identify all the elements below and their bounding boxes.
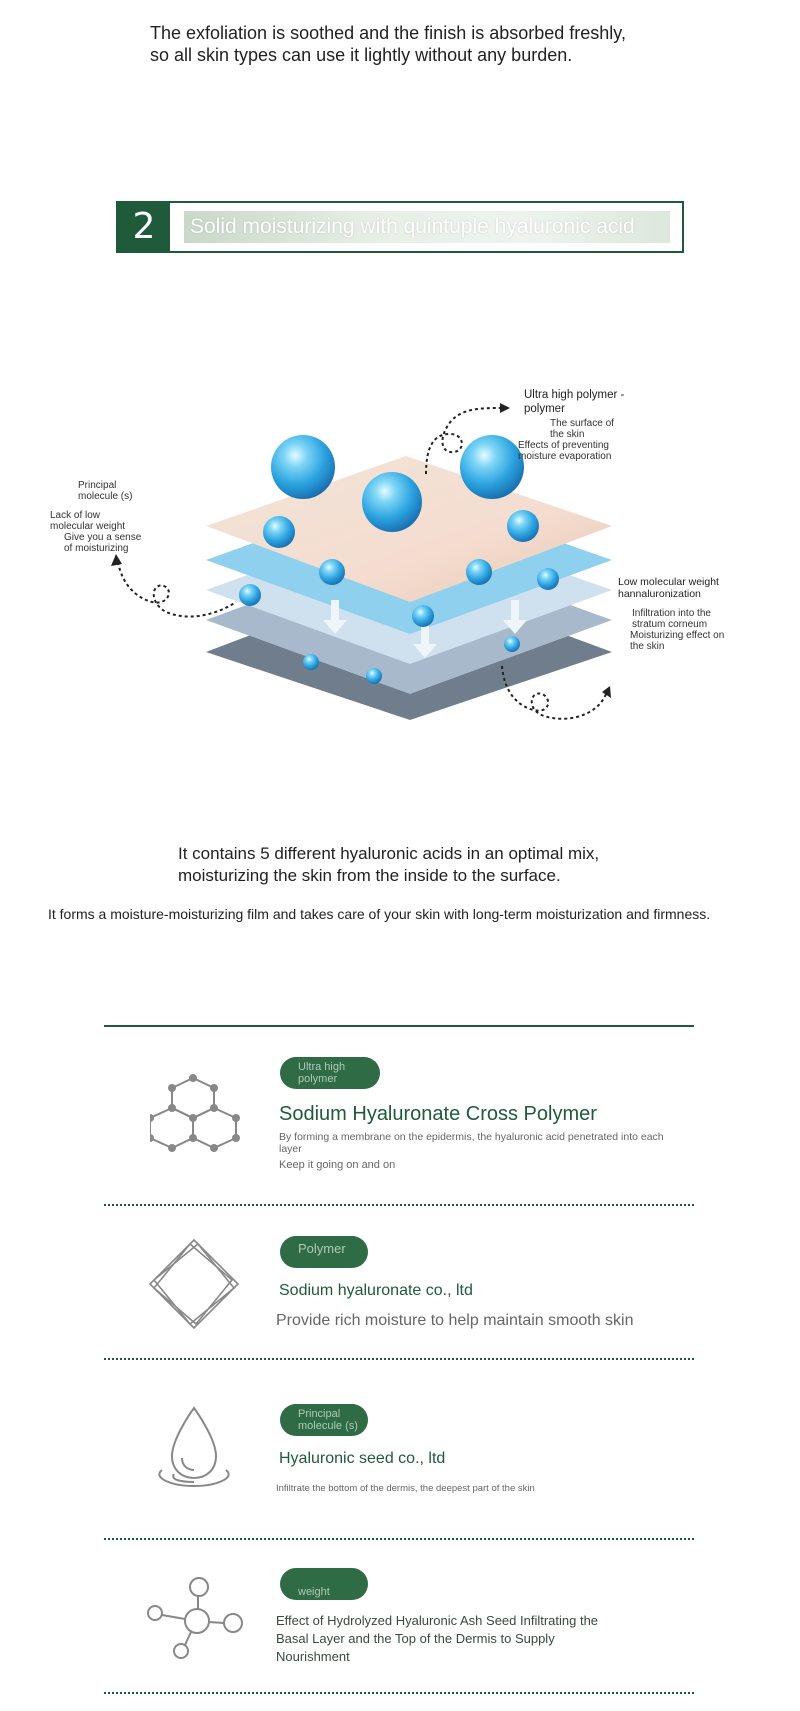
- item-2-title: Sodium hyaluronate co., ltd: [279, 1282, 473, 1299]
- small-sphere-4: [239, 584, 261, 606]
- layered-diamond-icon: [146, 1236, 242, 1337]
- small-sphere-1: [319, 559, 345, 585]
- callout-left: Principal molecule (s) Lack of low molec…: [50, 480, 150, 554]
- item-3-tag: Principal molecule (s): [280, 1404, 368, 1436]
- item-3-tag-label: Principal molecule (s): [298, 1408, 358, 1432]
- item-divider-4: [104, 1692, 694, 1694]
- tiny-sphere-3: [366, 668, 382, 684]
- description-line-2: moisturizing the skin from the inside to…: [178, 866, 561, 885]
- medium-sphere-2: [507, 510, 539, 542]
- large-sphere-3: [362, 472, 422, 532]
- arrowhead-top: [500, 403, 510, 413]
- large-sphere-1: [271, 435, 335, 499]
- curly-arrow-right: [501, 665, 607, 720]
- small-sphere-3: [537, 568, 559, 590]
- callout-left-sub2: Give you a sense of moisturizing: [64, 532, 142, 554]
- arrowhead-right: [602, 686, 611, 698]
- item-2-tag: Polymer: [280, 1236, 368, 1268]
- item-1-tag: Ultra high polymer: [280, 1057, 380, 1089]
- item-1-title: Sodium Hyaluronate Cross Polymer: [279, 1103, 597, 1125]
- section-header: 2 Solid moisturizing with quintuple hyal…: [116, 201, 684, 253]
- intro-line-2: so all skin types can use it lightly wit…: [150, 45, 573, 65]
- callout-top-right: Ultra high polymer - polymer The surface…: [518, 388, 664, 462]
- item-2-tag-label: Polymer: [298, 1241, 346, 1256]
- water-drop-icon: [154, 1404, 234, 1495]
- list-top-divider: [104, 1025, 694, 1027]
- down-arrow-1: [323, 600, 347, 634]
- molecule-network-icon: [146, 1070, 240, 1165]
- item-4-tag: weight: [280, 1568, 368, 1600]
- item-divider-2: [104, 1358, 694, 1360]
- tiny-sphere-1: [303, 654, 319, 670]
- item-divider-3: [104, 1538, 694, 1540]
- callout-bottom-right-head: Low molecular weight hannaluronization: [618, 576, 719, 600]
- molecule-node-icon: [145, 1577, 245, 1666]
- item-2-desc: Provide rich moisture to help maintain s…: [276, 1312, 634, 1329]
- callout-left-sub1: Lack of low molecular weight: [50, 510, 126, 532]
- intro-text: The exfoliation is soothed and the finis…: [150, 22, 710, 66]
- callout-top-right-head: Ultra high polymer - polymer: [524, 389, 625, 415]
- callout-top-right-sub1: The surface of the skin: [550, 418, 614, 440]
- skin-layer-illustration: [111, 403, 612, 720]
- callout-bottom-right-sub1: Infiltration into the stratum corneum: [632, 608, 711, 630]
- large-sphere-2: [460, 435, 524, 499]
- curly-arrow-left: [117, 561, 237, 618]
- description-line-3: It forms a moisture-moisturizing film an…: [48, 906, 711, 922]
- down-arrow-3: [503, 600, 527, 634]
- description-text: It contains 5 different hyaluronic acids…: [178, 843, 698, 887]
- item-3-title: Hyaluronic seed co., ltd: [279, 1450, 446, 1467]
- callout-bottom-right-sub2: Moisturizing effect on the skin: [630, 630, 725, 652]
- callout-top-right-sub2: Effects of preventing moisture evaporati…: [518, 440, 612, 462]
- medium-sphere-1: [263, 516, 295, 548]
- down-arrow-2: [413, 622, 437, 658]
- intro-line-1: The exfoliation is soothed and the finis…: [150, 23, 626, 43]
- item-4-tag-label: weight: [298, 1586, 330, 1598]
- item-1-tag-label: Ultra high polymer: [298, 1061, 346, 1085]
- tiny-sphere-2: [504, 636, 520, 652]
- callout-left-head: Principal molecule (s): [78, 480, 133, 502]
- skin-layer-diagram: Ultra high polymer - polymer The surface…: [40, 376, 760, 736]
- description-line-1: It contains 5 different hyaluronic acids…: [178, 844, 600, 863]
- item-1-desc: By forming a membrane on the epidermis, …: [279, 1131, 664, 1155]
- item-1-desc-2: Keep it going on and on: [279, 1159, 396, 1171]
- callout-bottom-right: Low molecular weight hannaluronization I…: [618, 576, 758, 652]
- section-title: Solid moisturizing with quintuple hyalur…: [184, 211, 670, 243]
- small-sphere-5: [412, 605, 434, 627]
- small-sphere-2: [466, 559, 492, 585]
- section-number: 2: [118, 203, 170, 251]
- item-4-desc: Effect of Hydrolyzed Hyaluronic Ash Seed…: [276, 1613, 599, 1664]
- curly-arrow-top: [425, 407, 503, 475]
- item-divider-1: [104, 1204, 694, 1206]
- arrowhead-left: [111, 554, 122, 566]
- item-3-desc: Infiltrate the bottom of the dermis, the…: [276, 1483, 535, 1494]
